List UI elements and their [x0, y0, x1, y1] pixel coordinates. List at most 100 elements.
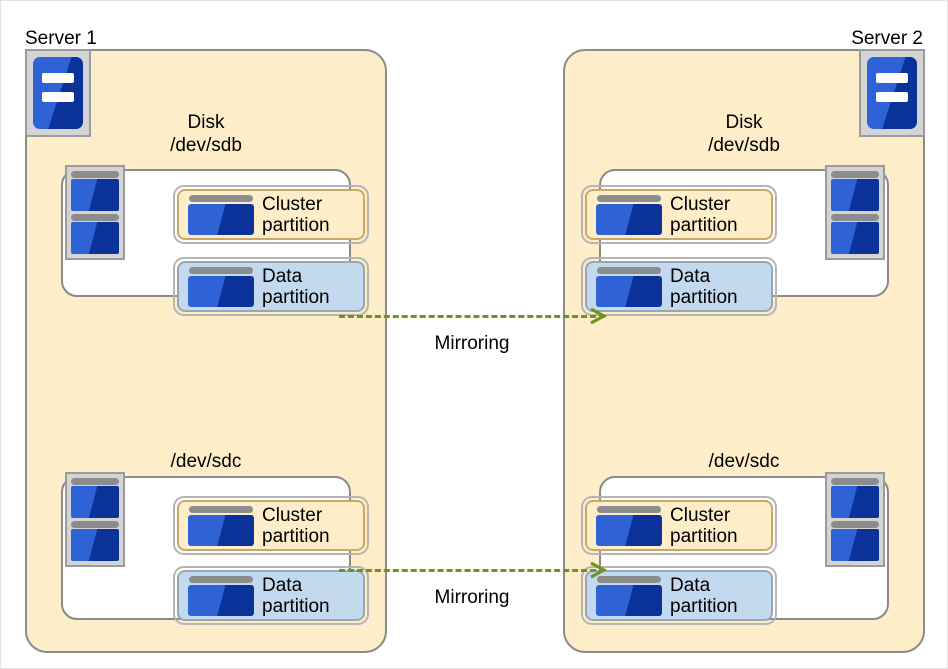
disk-box-sdc: Cluster partition Data partition: [61, 476, 369, 625]
data-partition-label-line-2: partition: [670, 286, 738, 308]
data-partition-label: Data partition: [262, 575, 330, 617]
disk-label-line-2: /dev/sdb: [170, 135, 242, 156]
disk-platter: [71, 478, 119, 518]
disk-platter: [71, 214, 119, 254]
server-1-panel: Disk /dev/sdb: [25, 49, 387, 653]
disk-platter-body: [831, 529, 879, 561]
partition-icon-body: [596, 203, 662, 235]
disk-label-line-1: /dev/sdc: [708, 451, 780, 472]
disk-platter-body: [71, 222, 119, 254]
data-partition-label-line-2: partition: [670, 595, 738, 617]
cluster-partition-label-line-2: partition: [670, 525, 738, 547]
partition-icon: [188, 505, 254, 546]
arrow-right-icon: [590, 307, 607, 325]
data-partition-label-line-1: Data: [262, 265, 303, 287]
cluster-partition-label: Cluster partition: [670, 194, 738, 236]
server-led-top: [876, 73, 908, 83]
server-led-top: [42, 73, 74, 83]
data-partition-box: Data partition: [581, 257, 777, 316]
disk-platter-body: [831, 486, 879, 518]
server-led-bottom: [876, 92, 908, 102]
data-partition-inner: Data partition: [177, 570, 365, 621]
disk-label-sdc: /dev/sdc: [27, 450, 385, 473]
disk-label-sdb: Disk /dev/sdb: [565, 111, 923, 157]
server-1-title: Server 1: [25, 28, 97, 49]
data-partition-box: Data partition: [173, 566, 369, 625]
partition-icon-bar: [597, 575, 661, 583]
cluster-partition-label-line-1: Cluster: [262, 193, 323, 215]
disk-platter-body: [831, 179, 879, 211]
disk-platter: [831, 478, 879, 518]
disk-platter-bar: [71, 171, 119, 178]
cluster-partition-box: Cluster partition: [581, 185, 777, 244]
disk-platter: [831, 171, 879, 211]
disk-platter-body: [71, 486, 119, 518]
disk-label-line-1: /dev/sdc: [170, 451, 242, 472]
server-led-bottom: [42, 92, 74, 102]
partition-icon-bar: [189, 575, 253, 583]
disk-platter-bar: [831, 214, 879, 221]
disk-platter-bar: [71, 214, 119, 221]
cluster-partition-label-line-2: partition: [262, 214, 330, 236]
data-partition-label-line-1: Data: [670, 574, 711, 596]
partition-icon-bar: [189, 194, 253, 202]
partition-icon: [188, 575, 254, 616]
partition-icon-bar: [597, 194, 661, 202]
partition-icon-body: [188, 514, 254, 546]
data-partition-inner: Data partition: [585, 261, 773, 312]
disk-group-sdb: Disk /dev/sdb: [27, 61, 385, 316]
cluster-partition-label-line-1: Cluster: [670, 504, 731, 526]
mirroring-connector-sdc: Mirroring: [339, 561, 607, 608]
data-partition-box: Data partition: [173, 257, 369, 316]
data-partition-label-line-1: Data: [670, 265, 711, 287]
cluster-partition-label-line-2: partition: [670, 214, 738, 236]
cluster-partition-label: Cluster partition: [262, 505, 330, 547]
disk-platter-bar: [831, 171, 879, 178]
partition-icon-bar: [597, 266, 661, 274]
disk-stack-icon: [65, 165, 125, 260]
disk-platter: [71, 521, 119, 561]
disk-platter-bar: [831, 478, 879, 485]
disk-label-line-1: Disk: [725, 112, 763, 133]
server-2-title: Server 2: [851, 28, 923, 49]
cluster-partition-label: Cluster partition: [262, 194, 330, 236]
data-partition-label: Data partition: [262, 266, 330, 308]
disk-platter: [831, 214, 879, 254]
partition-icon: [188, 194, 254, 235]
disk-label-sdc: /dev/sdc: [565, 450, 923, 473]
cluster-partition-label-line-1: Cluster: [262, 504, 323, 526]
data-partition-inner: Data partition: [177, 261, 365, 312]
server-icon: [859, 49, 925, 137]
partition-icon-body: [596, 275, 662, 307]
disk-stack-icon: [65, 472, 125, 567]
cluster-partition-box: Cluster partition: [581, 496, 777, 555]
disk-box-sdc: Cluster partition Data partition: [581, 476, 889, 625]
mirroring-label: Mirroring: [434, 333, 510, 354]
mirroring-dashed-line: [339, 569, 605, 572]
partition-icon-bar: [189, 266, 253, 274]
disk-label-line-1: Disk: [187, 112, 225, 133]
arrow-right-icon: [590, 561, 607, 579]
server-icon: [25, 49, 91, 137]
data-partition-label: Data partition: [670, 575, 738, 617]
partition-icon-body: [596, 514, 662, 546]
disk-platter: [831, 521, 879, 561]
data-partition-label-line-1: Data: [262, 574, 303, 596]
server-2-panel: Disk /dev/sdb: [563, 49, 925, 653]
partition-icon-body: [188, 584, 254, 616]
partition-icon-body: [188, 275, 254, 307]
partition-icon-body: [596, 584, 662, 616]
disk-group-sdc: /dev/sdc: [565, 384, 923, 633]
disk-platter-body: [71, 529, 119, 561]
partition-icon: [596, 575, 662, 616]
disk-platter-body: [831, 222, 879, 254]
cluster-partition-label: Cluster partition: [670, 505, 738, 547]
data-partition-label: Data partition: [670, 266, 738, 308]
data-partition-box: Data partition: [581, 566, 777, 625]
cluster-partition-inner: Cluster partition: [585, 189, 773, 240]
data-partition-label-line-2: partition: [262, 595, 330, 617]
disk-label-sdb: Disk /dev/sdb: [27, 111, 385, 157]
partition-icon-body: [188, 203, 254, 235]
partition-icon-bar: [597, 505, 661, 513]
